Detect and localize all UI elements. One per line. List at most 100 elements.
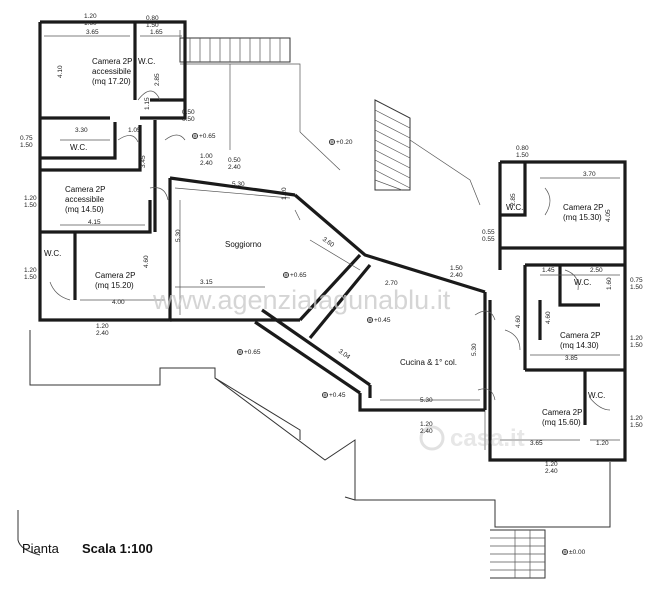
- room-label-line: accessibile: [65, 195, 105, 204]
- stacked-dimension-value: 1.50: [24, 274, 37, 281]
- stacked-dimension-value: 0.75: [630, 277, 643, 284]
- dimension-label: 3.85: [565, 355, 578, 362]
- stacked-dimension-value: 1.60: [84, 20, 97, 27]
- dimension-label: 3.45: [140, 155, 147, 168]
- stacked-dimension-value: 0.55: [482, 236, 495, 243]
- level-crosshair: [192, 133, 198, 139]
- stacked-dimension-value: 1.00: [200, 153, 213, 160]
- room-label-line: Camera 2P: [560, 331, 600, 340]
- stacked-dimension-value: 1.50: [630, 284, 643, 291]
- level-crosshair: [237, 349, 243, 355]
- room-camera-3: Camera 2P(mq 15.20): [95, 271, 135, 290]
- room-cucina: Cucina & 1° col.: [400, 358, 457, 367]
- room-label-line: Camera 2P: [65, 185, 105, 194]
- dimension-label: 1.05: [128, 127, 141, 134]
- room-wc-6: W.C.: [588, 391, 605, 400]
- stacked-dimension-value: 1.20: [84, 13, 97, 20]
- dimension-label: 1.60: [606, 277, 613, 290]
- room-label-line: (mq 15.60): [542, 418, 581, 427]
- level-crosshair: [562, 549, 568, 555]
- level-value: ±0.00: [569, 549, 586, 556]
- plan-scale: Scala 1:100: [82, 541, 153, 556]
- level-value: +0.65: [290, 272, 307, 279]
- stacked-dimension-value: 2.40: [228, 164, 241, 171]
- room-label-line: accessibile: [92, 67, 132, 76]
- terrace-outline: [17, 63, 611, 556]
- room-label-line: (mq 15.20): [95, 281, 134, 290]
- level-crosshair: [367, 317, 373, 323]
- dimension-label: 2.85: [510, 193, 517, 206]
- level-value: +0.65: [199, 133, 216, 140]
- dimension-label: 4.60: [143, 255, 150, 268]
- room-label-line: W.C.: [574, 278, 591, 287]
- room-label-line: Camera 2P: [563, 203, 603, 212]
- room-label-line: Camera 2P: [95, 271, 135, 280]
- room-wc-4: W.C.: [506, 203, 523, 212]
- room-wc-2: W.C.: [70, 143, 87, 152]
- stacked-dimension-value: 0.80: [516, 145, 529, 152]
- stacked-dimension-value: 1.50: [20, 142, 33, 149]
- dimension-label: 3.70: [583, 171, 596, 178]
- dimension-label: 2.85: [154, 73, 161, 86]
- stacked-dimension-value: 1.50: [146, 22, 159, 29]
- level-value: +0.45: [329, 392, 346, 399]
- dimension-label: 4.10: [57, 65, 64, 78]
- stacked-dimension-value: 1.20: [630, 415, 643, 422]
- room-label-line: (mq 14.50): [65, 205, 104, 214]
- stacked-dimension-value: 1.50: [630, 342, 643, 349]
- dimension-label: 4.00: [112, 299, 125, 306]
- dimension-label: 5.30: [471, 343, 478, 356]
- room-label-line: W.C.: [44, 249, 61, 258]
- central-walls: [170, 193, 487, 412]
- level-value: +0.65: [244, 349, 261, 356]
- stacked-dimension-value: 1.50: [630, 422, 643, 429]
- room-label-line: W.C.: [506, 203, 523, 212]
- room-label-line: W.C.: [70, 143, 87, 152]
- right-wing: [488, 160, 627, 462]
- room-label-line: (mq 15.30): [563, 213, 602, 222]
- level-value: +0.45: [374, 317, 391, 324]
- stacked-dimension-value: 0.50: [182, 116, 195, 123]
- stacked-dimension-value: 2.40: [450, 272, 463, 279]
- level-crosshair: [329, 139, 335, 145]
- level-marker: +0.45: [366, 316, 391, 324]
- room-label-line: Camera 2P: [542, 408, 582, 417]
- dimension-label: 3.65: [86, 29, 99, 36]
- room-label-line: Cucina & 1° col.: [400, 358, 457, 367]
- dimension-label: 1.15: [144, 97, 151, 110]
- dimension-label: 4.15: [88, 219, 101, 226]
- stairs-bottom: [490, 529, 546, 579]
- stacked-dimension-value: 1.50: [450, 265, 463, 272]
- stacked-dimension-value: 0.75: [20, 135, 33, 142]
- left-wing: [38, 20, 296, 322]
- stacked-dimension-value: 1.50: [516, 152, 529, 159]
- dimension-label: 1.20: [596, 440, 609, 447]
- room-soggiorno: Soggiorno: [225, 240, 262, 249]
- stacked-dimension-value: 1.20: [420, 421, 433, 428]
- room-label-line: Soggiorno: [225, 240, 262, 249]
- room-wc-3: W.C.: [44, 249, 61, 258]
- dimension-label: 4.60: [545, 311, 552, 324]
- dimension-label: 5.30: [175, 229, 182, 242]
- stacked-dimension-value: 2.40: [420, 428, 433, 435]
- room-wc-1: W.C.: [138, 57, 155, 66]
- stacked-dimension-value: 1.20: [24, 195, 37, 202]
- dimension-label: 1.65: [150, 29, 163, 36]
- svg-text:casa.it: casa.it: [450, 425, 525, 452]
